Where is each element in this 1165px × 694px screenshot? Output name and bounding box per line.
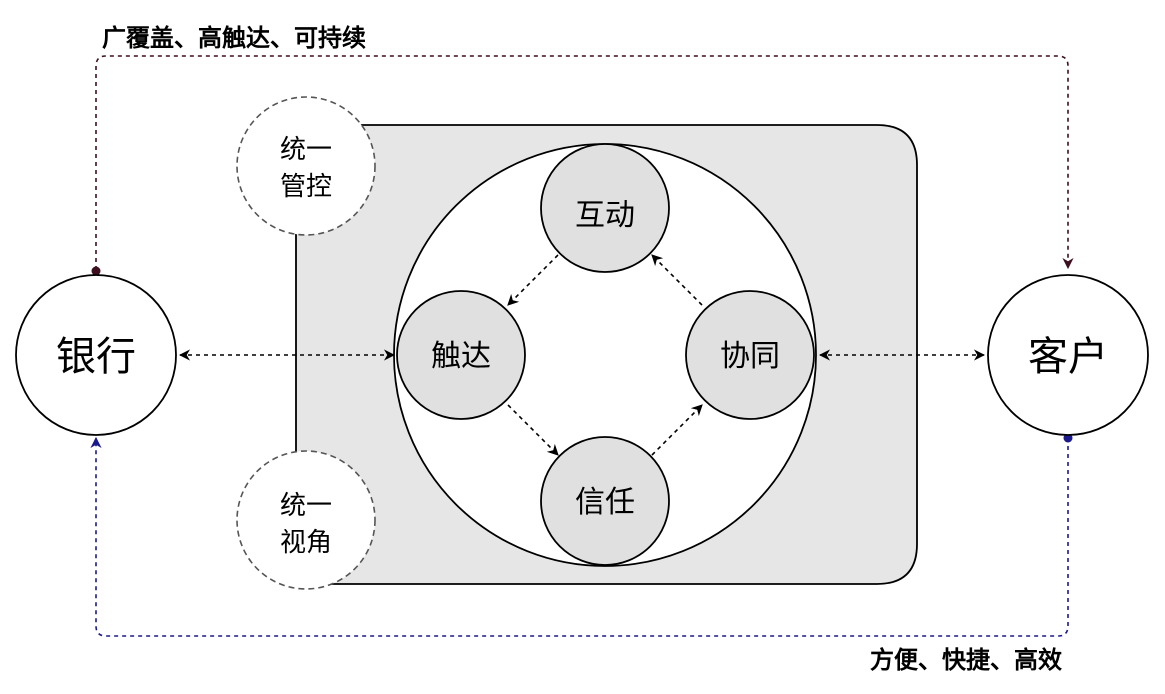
- bank-node: 银行: [15, 274, 177, 436]
- collaborate-node: 协同: [685, 290, 815, 420]
- unified-control-line1: 统一: [280, 135, 332, 165]
- trust-label: 信任: [575, 485, 635, 520]
- trust-node: 信任: [540, 436, 670, 566]
- unified-view-node: 统一 视角: [236, 450, 376, 590]
- bottom-caption: 方便、快捷、高效: [870, 646, 1062, 674]
- interact-label: 互动: [575, 198, 635, 233]
- top-loop-start-dot: [91, 266, 101, 276]
- reach-node: 触达: [396, 290, 526, 420]
- top-caption: 广覆盖、高触达、可持续: [102, 24, 366, 52]
- arrow-trust-to-collaborate: [651, 404, 703, 456]
- arrow-collaborate-to-interact: [651, 254, 703, 306]
- bottom-loop-connector: [90, 436, 1069, 637]
- unified-view-line1: 统一: [280, 491, 332, 521]
- top-loop-connector: [95, 55, 1074, 270]
- bank-label: 银行: [56, 334, 136, 380]
- unified-control-node: 统一 管控: [236, 96, 376, 236]
- customer-label: 客户: [1028, 334, 1108, 380]
- unified-view-line2: 视角: [280, 528, 332, 558]
- arrow-reach-to-trust: [507, 404, 559, 456]
- interact-node: 互动: [540, 143, 670, 273]
- reach-label: 触达: [431, 339, 491, 374]
- customer-node: 客户: [987, 274, 1149, 436]
- arrow-interact-to-reach: [507, 254, 559, 306]
- collaborate-label: 协同: [720, 339, 780, 374]
- unified-control-line2: 管控: [280, 172, 332, 202]
